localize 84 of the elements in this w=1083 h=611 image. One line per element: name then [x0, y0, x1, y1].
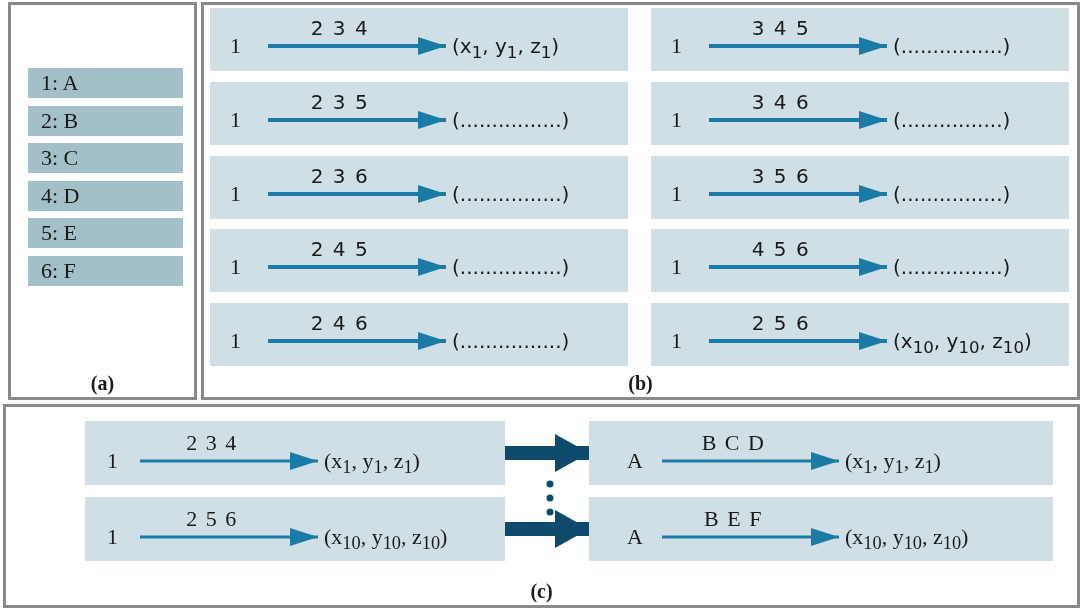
row-band — [85, 497, 505, 561]
row-band — [210, 8, 628, 71]
row-band — [210, 229, 628, 292]
coordinate-tuple: (x$_{10}$, y$_{10}$, z$_{10}$) — [887, 326, 1065, 356]
coordinate-tuple: (x$_{1}$, y$_{1}$, z$_{1}$) — [839, 446, 1049, 476]
mapping-label: 2: B — [28, 106, 183, 136]
thick-arrow — [505, 510, 589, 548]
sequence-start: 1 — [669, 31, 709, 61]
coordinate-tuple: (x$_{10}$, y$_{10}$, z$_{10}$) — [839, 522, 1049, 552]
edge-label: 3 4 6 — [751, 90, 809, 114]
edge-label: 2 4 5 — [310, 237, 368, 261]
row-band — [651, 8, 1069, 71]
coordinate-tuple: (................) — [446, 326, 624, 356]
coordinate-tuple: (................) — [446, 179, 624, 209]
arrow — [662, 452, 839, 470]
edge-label: 2 3 6 — [310, 164, 368, 188]
row-band — [651, 229, 1069, 292]
thick-arrow — [505, 434, 589, 472]
arrow — [268, 37, 446, 55]
row-band — [210, 82, 628, 145]
arrow — [268, 185, 446, 203]
arrow — [140, 452, 318, 470]
sequence-start: 1 — [669, 179, 709, 209]
arrow — [140, 528, 318, 546]
sequence-start: 1 — [669, 326, 709, 356]
row-band — [651, 303, 1069, 366]
sequence-start: 1 — [228, 31, 268, 61]
edge-label: B C D — [701, 431, 764, 455]
arrow — [709, 111, 887, 129]
row-band — [210, 303, 628, 366]
sequence-start: 1 — [228, 326, 268, 356]
coordinate-tuple: (................) — [446, 105, 624, 135]
sequence-start: 1 — [228, 252, 268, 282]
arrow — [709, 258, 887, 276]
sequence-start: 1 — [228, 179, 268, 209]
row-band — [651, 82, 1069, 145]
mapping-label: 1: A — [28, 68, 183, 98]
coordinate-tuple: (x$_{1}$, y$_{1}$, z$_{1}$) — [318, 446, 498, 476]
edge-label: 3 4 5 — [751, 16, 809, 40]
coordinate-tuple: (................) — [446, 252, 624, 282]
edge-label: 4 5 6 — [751, 237, 809, 261]
coordinate-tuple: (................) — [887, 105, 1065, 135]
panel-label: (a) — [89, 372, 116, 395]
mapping-label: 6: F — [28, 256, 183, 286]
arrow — [268, 258, 446, 276]
edge-label: 2 3 5 — [310, 90, 368, 114]
row-band — [589, 497, 1053, 561]
arrow — [268, 332, 446, 350]
row-band — [589, 421, 1053, 485]
arrow — [268, 111, 446, 129]
arrow — [709, 37, 887, 55]
panel — [8, 2, 197, 400]
row-band — [85, 421, 505, 485]
arrow — [709, 332, 887, 350]
coordinate-tuple: (................) — [887, 179, 1065, 209]
coordinate-tuple: (x$_{10}$, y$_{10}$, z$_{10}$) — [318, 522, 498, 552]
panel — [201, 2, 1080, 400]
sequence-start: 1 — [669, 252, 709, 282]
sequence-start: 1 — [105, 522, 140, 552]
panel-label: (b) — [627, 372, 654, 395]
coordinate-tuple: (x$_{1}$, y$_{1}$, z$_{1}$) — [446, 31, 624, 61]
panel-label: (c) — [529, 580, 554, 603]
panel — [3, 404, 1080, 608]
sequence-start: A — [625, 522, 662, 552]
edge-label: 2 3 4 — [186, 431, 237, 455]
coordinate-tuple: (................) — [887, 31, 1065, 61]
mapping-label: 3: C — [28, 143, 183, 173]
edge-label: B E F — [704, 507, 762, 531]
sequence-start: 1 — [105, 446, 140, 476]
edge-label: 2 5 6 — [186, 507, 237, 531]
mapping-label: 5: E — [28, 218, 183, 248]
arrow — [662, 528, 839, 546]
edge-label: 2 3 4 — [310, 16, 368, 40]
sequence-start: A — [625, 446, 662, 476]
mapping-label: 4: D — [28, 181, 183, 211]
coordinate-tuple: (................) — [887, 252, 1065, 282]
row-band — [210, 156, 628, 219]
arrow — [709, 185, 887, 203]
edge-label: 2 5 6 — [751, 311, 809, 335]
sequence-start: 1 — [228, 105, 268, 135]
row-band — [651, 156, 1069, 219]
sequence-start: 1 — [669, 105, 709, 135]
edge-label: 3 5 6 — [751, 164, 809, 188]
edge-label: 2 4 6 — [310, 311, 368, 335]
